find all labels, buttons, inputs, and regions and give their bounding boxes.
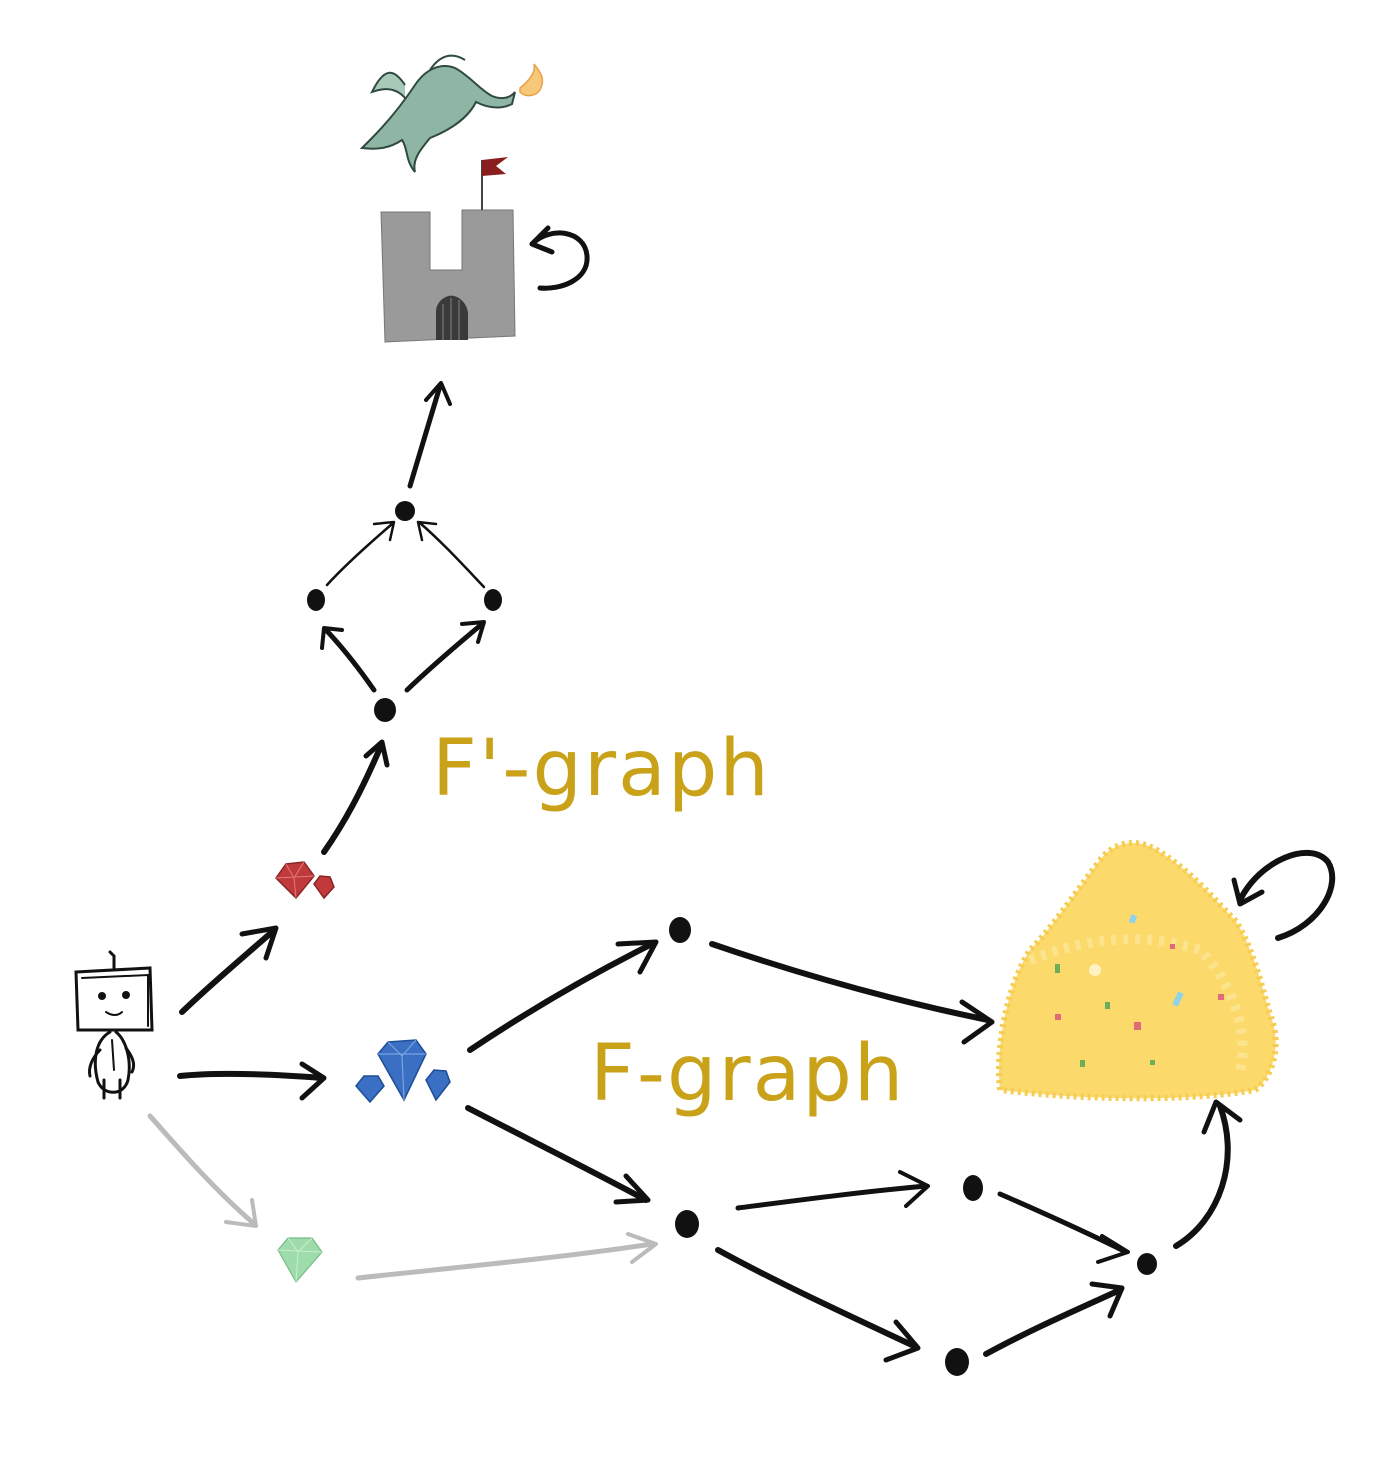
- fprime-node-bottom: [374, 698, 396, 722]
- castle-icon: [380, 157, 516, 343]
- fprime-node-left: [307, 589, 325, 611]
- green-gem-icon: [277, 1237, 323, 1284]
- f-prime-graph-label: F'-graph: [432, 724, 771, 814]
- edge-fprime-right-to-top: [418, 521, 486, 589]
- fprime-node-right: [484, 589, 502, 611]
- fgraph-node-middle: [675, 1210, 699, 1238]
- fgraph-node-join: [1137, 1253, 1157, 1275]
- fgraph-node-top: [669, 917, 691, 943]
- edge-blue-to-fgraph-middle: [465, 1105, 649, 1203]
- edge-fgraph-upper-to-join: [997, 1191, 1129, 1255]
- edge-robot-to-blue-gems: [177, 1070, 325, 1081]
- edge-fgraph-join-to-gold: [1173, 1103, 1231, 1249]
- f-prime-graph: [307, 381, 502, 855]
- dragon-icon: [359, 54, 544, 173]
- edge-fgraph-middle-to-lower: [715, 1247, 917, 1349]
- edge-blue-to-fgraph-top: [467, 941, 655, 1053]
- edge-robot-to-red-gems: [179, 929, 275, 1015]
- edge-fprime-bottom-to-right: [404, 621, 485, 693]
- castle-self-loop-arrow: [529, 225, 590, 291]
- edge-fgraph-middle-to-upper: [735, 1183, 929, 1211]
- edge-green-gem-to-fgraph: [355, 1241, 655, 1281]
- edge-fgraph-lower-to-join: [983, 1287, 1123, 1357]
- fprime-node-top: [395, 501, 415, 521]
- fgraph-node-lower: [945, 1348, 969, 1376]
- gold-pile-icon: [996, 839, 1279, 1102]
- edge-fprime-bottom-to-left: [323, 627, 377, 693]
- edge-robot-to-green-gem: [147, 1113, 255, 1225]
- red-gems-icon: [275, 861, 335, 900]
- f-graph: [465, 917, 1243, 1376]
- robot-character-icon: [74, 950, 154, 1100]
- edge-fgraph-top-to-gold: [709, 941, 991, 1023]
- gold-self-loop-arrow: [1231, 850, 1336, 941]
- edge-ruby-to-fprime-bottom: [321, 745, 383, 855]
- fgraph-node-upper-right: [963, 1175, 983, 1201]
- edge-fprime-top-to-castle: [407, 383, 443, 489]
- edge-fprime-left-to-top: [325, 522, 394, 587]
- blue-gems-icon: [355, 1039, 451, 1104]
- f-graph-label: F-graph: [590, 1029, 905, 1119]
